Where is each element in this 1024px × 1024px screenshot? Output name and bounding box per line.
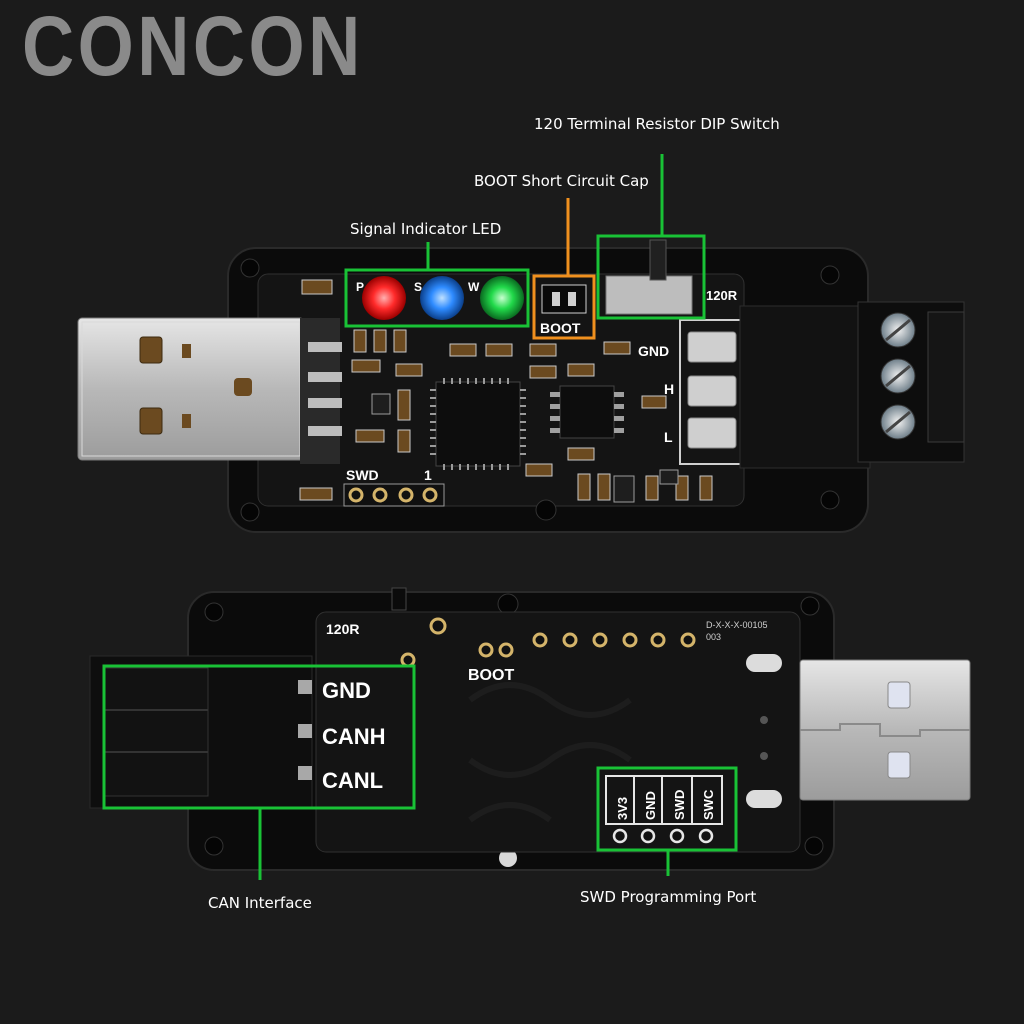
boot-jumper: BOOT — [540, 284, 587, 336]
bottom-boot-label: BOOT — [468, 667, 514, 684]
boot-silk-label: BOOT — [540, 320, 581, 336]
led-highlight-box — [344, 268, 530, 328]
top-l-label: L — [664, 429, 673, 445]
top-h-label: H — [664, 381, 674, 397]
callout-annotations — [102, 154, 738, 880]
bottom-120r-label: 120R — [326, 621, 359, 637]
serial-line2: 003 — [706, 632, 721, 642]
callout-boot-cap: BOOT Short Circuit Cap — [474, 172, 649, 190]
pin-label-gnd: GND — [322, 678, 371, 703]
top-120r-label: 120R — [706, 288, 738, 303]
top-terminal-block — [739, 301, 965, 469]
led-green — [480, 276, 524, 320]
boot-highlight-box — [532, 274, 596, 340]
callout-dip-switch: 120 Terminal Resistor DIP Switch — [534, 115, 780, 133]
led-blue — [420, 276, 464, 320]
swd-pin-swd: SWD — [672, 790, 687, 820]
dip-switch: 120R — [605, 239, 738, 315]
top-swd-label: SWD — [346, 467, 379, 483]
pin-label-canh: CANH — [322, 724, 386, 749]
led-label-s: S — [414, 280, 422, 294]
pin-label-canl: CANL — [322, 768, 383, 793]
top-pin1-label: 1 — [424, 467, 432, 483]
led-label-p: P — [356, 280, 364, 294]
bottom-pcb — [315, 611, 801, 853]
mcu-chip — [435, 381, 521, 467]
callout-swd-port: SWD Programming Port — [580, 888, 757, 906]
serial-line1: D-X-X-X-00105 — [706, 620, 768, 630]
swd-pin-swc: SWC — [701, 789, 716, 820]
swd-pin-gnd: GND — [643, 791, 658, 820]
top-gnd-label: GND — [638, 343, 669, 359]
dip-highlight-box — [596, 234, 706, 320]
top-swd-holes: SWD 1 — [343, 467, 445, 507]
callout-signal-led: Signal Indicator LED — [350, 220, 502, 238]
led-red — [362, 276, 406, 320]
bottom-terminal-block — [89, 655, 313, 809]
can-transceiver-chip — [559, 385, 615, 439]
led-label-w: W — [468, 280, 480, 294]
bottom-device: 120R BOOT D-X-X-X-00105 003 GND — [89, 587, 971, 871]
top-usb-connector — [77, 317, 342, 464]
top-device: P S W BOOT 120R — [77, 239, 965, 533]
brand-watermark: CONCON — [22, 0, 364, 93]
swd-pin-3v3: 3V3 — [615, 797, 630, 820]
signal-leds: P S W — [356, 276, 524, 320]
callout-can-interface: CAN Interface — [208, 894, 312, 912]
bottom-usb-connector — [799, 659, 971, 801]
bottom-swd-header: 3V3 GND SWD SWC — [605, 775, 723, 844]
